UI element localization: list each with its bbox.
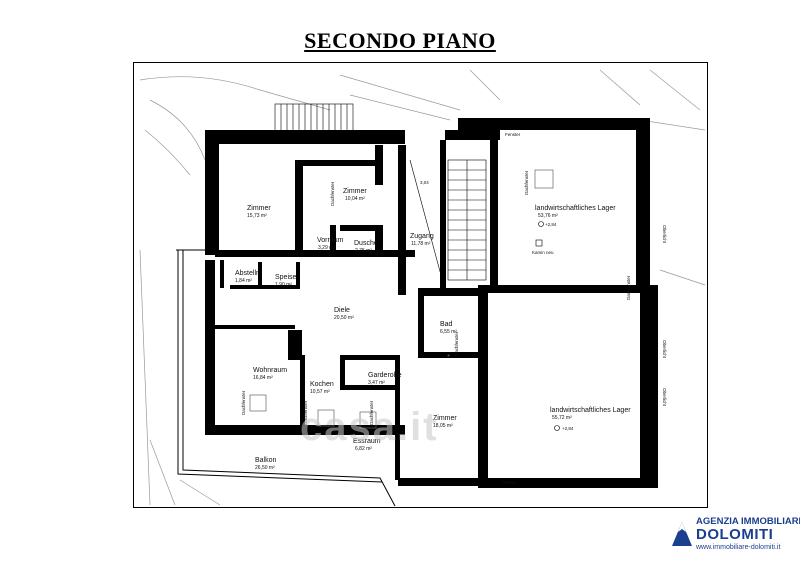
room-abstell-area: 1,84 m² [235,278,252,284]
logo-website-text: www.immobiliare-dolomiti.it [696,544,781,551]
room-kochen-name: Kochen [310,381,334,388]
level-b: +2,84 [562,426,574,431]
room-dusche-area: 2,75 m² [355,248,372,254]
level-d: 3,04 [420,180,429,185]
dachfenster-3: Dachfenster [454,331,459,356]
kamin-label: Kamin neu [532,250,554,255]
agency-logo: AGENZIA IMMOBILIARE DOLOMITI www.immobil… [666,510,800,556]
exterior-stairs [274,103,354,133]
room-labels: Zimmer 15,73 m² Zimmer 10,04 m² Vorraum … [235,188,631,471]
level-markers [535,221,560,431]
logo-brand-text: DOLOMITI [696,526,774,543]
room-speise-area: 1,90 m² [275,282,292,288]
level-a: +2,84 [545,222,557,227]
dachfenster-6: Dachfenster [369,400,374,425]
room-garderobe-area: 3,47 m² [368,380,385,386]
room-balkon-area: 26,50 m² [255,465,275,471]
room-lager-2-area: 55,72 m² [552,415,572,421]
room-wohnraum-name: Wohnraum [253,367,287,374]
room-bad-area: 6,55 m² [440,329,457,335]
room-lager-2-name: landwirtschaftliches Lager [550,407,631,414]
room-zimmer-2-name: Zimmer [343,188,367,195]
room-kochen-area: 10,57 m² [310,389,330,395]
room-essraum-name: Essraum [353,438,381,445]
room-abstell-name: Abstellr. [235,270,260,277]
room-balkon-name: Balkon [255,457,277,464]
skylights [249,169,554,429]
site-lines [139,69,706,506]
logo-agency-text: AGENZIA IMMOBILIARE [696,516,800,527]
room-vorraum-name: Vorraum [317,237,344,244]
room-zugang-area: 11,78 m² [411,241,431,247]
interior-stairs [409,159,487,291]
room-diele-name: Diele [334,307,350,314]
oberlicht-2: Oberlicht [662,340,667,359]
fenster-label-top: Fenster [505,132,521,137]
room-lager-1-area: 53,76 m² [538,213,558,219]
room-diele-area: 20,50 m² [334,315,354,321]
watermark: casa.it [300,405,439,449]
plan-annotations: Fenster Fenster Kamin neu +2,84 +2,84 3,… [241,132,667,485]
room-vorraum-area: 3,29 m² [318,245,335,251]
room-dusche-name: Dusche [354,240,378,247]
room-wohnraum-area: 16,84 m² [253,375,273,381]
room-essraum-area: 6,82 m² [355,446,372,452]
fenster-label-bottom: Fenster [502,480,518,485]
room-zimmer-3-name: Zimmer [433,415,457,422]
page-title: SECONDO PIANO [304,28,496,53]
floor-plan-frame [133,62,708,508]
dachfenster-2: Dachfenster [330,181,335,206]
room-bad-name: Bad [440,321,453,328]
room-zimmer-3-area: 18,05 m² [433,423,453,429]
room-garderobe-name: Garderobe [368,372,402,379]
room-zimmer-2-area: 10,04 m² [345,196,365,202]
room-speise-name: Speise [275,274,297,281]
dachfenster-7: Dachfenster [626,275,631,300]
mountain-icon [672,522,692,546]
room-zimmer-1-name: Zimmer [247,205,271,212]
oberlicht-1: Oberlicht [662,225,667,244]
room-lager-1-name: landwirtschaftliches Lager [535,205,616,212]
dachfenster-1: Dachfenster [524,170,529,195]
room-zimmer-1-area: 15,73 m² [247,213,267,219]
walls [205,118,658,488]
dachfenster-5: Dachfenster [303,400,308,425]
room-zugang-name: Zugang [410,233,434,240]
dachfenster-4: Dachfenster [241,390,246,415]
balcony-outline [176,249,396,507]
oberlicht-3: Oberlicht [662,388,667,407]
